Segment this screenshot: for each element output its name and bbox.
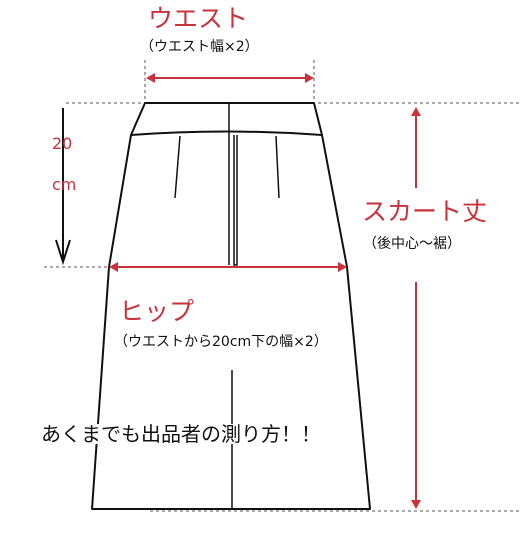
disclaimer-text: あくまでも出品者の測り方！！ bbox=[41, 422, 321, 446]
depth-number: 20 bbox=[52, 134, 73, 153]
depth-unit: cm bbox=[52, 175, 77, 194]
hip-arrow bbox=[109, 262, 347, 272]
skirt-outline bbox=[91, 102, 371, 510]
hip-note: （ウエストから20cm下の幅×2） bbox=[114, 334, 328, 350]
waistband-bottom bbox=[130, 130, 323, 136]
hip-label: ヒップ bbox=[119, 297, 195, 326]
waist-arrow bbox=[146, 73, 314, 83]
right-dart bbox=[275, 135, 280, 199]
waist-label: ウエスト bbox=[148, 4, 249, 33]
waist-note: （ウエスト幅×2） bbox=[140, 39, 259, 55]
zipper-placket bbox=[233, 135, 238, 266]
length-label: スカート丈 bbox=[362, 197, 488, 226]
depth-arrow bbox=[55, 108, 71, 266]
left-dart bbox=[174, 135, 181, 199]
length-note: （後中心～裾） bbox=[363, 236, 461, 252]
length-arrow bbox=[411, 107, 421, 509]
